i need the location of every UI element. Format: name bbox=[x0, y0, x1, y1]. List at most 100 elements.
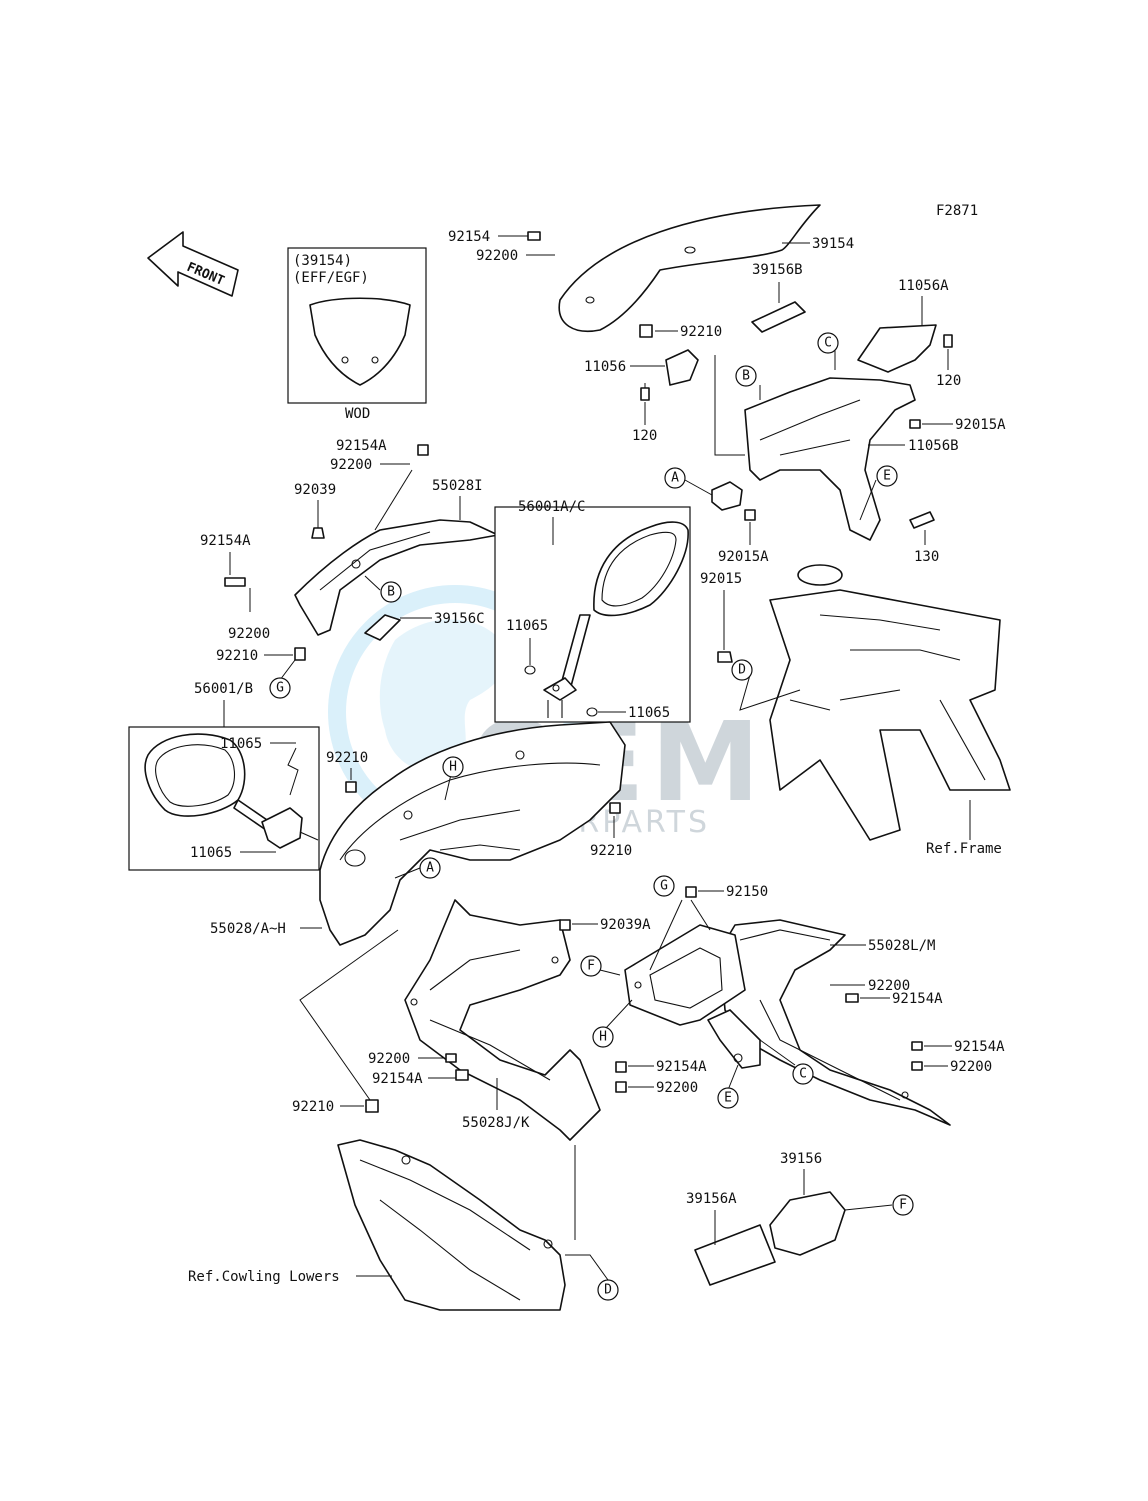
side-panel-body bbox=[719, 919, 951, 1126]
collar-92210-e bbox=[365, 1099, 379, 1113]
windshield-inset-shield bbox=[309, 297, 411, 386]
svg-text:H: H bbox=[449, 760, 457, 775]
svg-text:G: G bbox=[276, 681, 284, 696]
ref-cowling-lowers: Ref.Cowling Lowers bbox=[188, 1269, 340, 1285]
screw-92154A-b bbox=[224, 577, 246, 587]
svg-text:G: G bbox=[660, 879, 668, 894]
collar-92210-b bbox=[294, 647, 306, 661]
windshield-inset-footer: WOD bbox=[345, 406, 370, 422]
callout-H2: H bbox=[592, 1026, 614, 1048]
svg-text:D: D bbox=[738, 663, 746, 678]
windshield-39154 bbox=[558, 204, 821, 332]
pad-39156 bbox=[769, 1191, 846, 1256]
svg-text:C: C bbox=[799, 1067, 807, 1082]
mirror-56001AC-housing bbox=[593, 521, 689, 617]
callout-D2: D bbox=[597, 1279, 619, 1301]
label-92154A-c: 92154A bbox=[892, 991, 943, 1007]
bolt-130 bbox=[909, 511, 935, 529]
side-panel-hole bbox=[901, 1091, 909, 1099]
watermark-globe-land bbox=[379, 619, 507, 773]
label-92200-d: 92200 bbox=[950, 1059, 992, 1075]
collar-92210-c bbox=[345, 781, 357, 793]
svg-text:B: B bbox=[387, 585, 395, 600]
label-92200-e: 92200 bbox=[368, 1051, 410, 1067]
figure-code: F2871 bbox=[936, 203, 978, 219]
callout-B1: B bbox=[735, 365, 757, 387]
screw-92154A-a bbox=[417, 444, 429, 456]
cowl-55028AH-body bbox=[319, 721, 626, 946]
label-92154-top: 92154 bbox=[448, 229, 490, 245]
label-11056B: 11056B bbox=[908, 438, 959, 454]
cowl-55028AH-hole bbox=[344, 849, 366, 867]
label-120-left: 120 bbox=[632, 428, 657, 444]
grommet-92200-f bbox=[615, 1081, 627, 1093]
label-92200-f: 92200 bbox=[656, 1080, 698, 1096]
frame-body bbox=[769, 589, 1011, 841]
windshield-hole bbox=[684, 246, 696, 254]
screw-92154A-f bbox=[615, 1061, 627, 1073]
screw-92039A bbox=[559, 919, 571, 931]
svg-text:B: B bbox=[742, 369, 750, 384]
cowling-lowers-body bbox=[337, 1139, 566, 1311]
callout-G1: G bbox=[269, 677, 291, 699]
grommet-11065-b bbox=[586, 707, 598, 717]
screw-92154A-e bbox=[455, 1069, 469, 1081]
cowling-lowers-hole bbox=[401, 1155, 411, 1165]
windshield-inset: (39154) (EFF/EGF) WOD bbox=[287, 247, 427, 422]
cowl-55028I-hole bbox=[351, 559, 361, 569]
label-56001B: 56001/B bbox=[194, 681, 253, 697]
label-39156C: 39156C bbox=[434, 611, 485, 627]
label-55028I: 55028I bbox=[432, 478, 483, 494]
bracket-hole bbox=[634, 981, 642, 989]
front-arrow-shape bbox=[147, 231, 239, 297]
ref-frame: Ref.Frame bbox=[926, 841, 1002, 857]
collar-92210-d bbox=[609, 802, 621, 814]
label-11065-b: 11065 bbox=[628, 705, 670, 721]
cover-55028JK-hole bbox=[410, 998, 418, 1006]
svg-text:A: A bbox=[671, 471, 679, 486]
label-92210-c: 92210 bbox=[326, 750, 368, 766]
svg-text:D: D bbox=[604, 1283, 612, 1298]
label-11056: 11056 bbox=[584, 359, 626, 375]
label-120-right: 120 bbox=[936, 373, 961, 389]
callout-H1: H bbox=[442, 756, 464, 778]
label-92150: 92150 bbox=[726, 884, 768, 900]
cover-55028JK bbox=[404, 899, 601, 1141]
cover-55028JK-hole bbox=[551, 956, 559, 964]
windshield-inset-variant: (EFF/EGF) bbox=[293, 270, 369, 286]
stay-11056B-body bbox=[744, 377, 916, 541]
screw-92154A-c bbox=[845, 993, 859, 1003]
callout-E1: E bbox=[876, 465, 898, 487]
grommet-92200-d bbox=[911, 1061, 923, 1071]
bracket-hole bbox=[733, 1053, 743, 1063]
label-92200-a: 92200 bbox=[330, 457, 372, 473]
mirror-56001B-inset bbox=[128, 726, 320, 871]
svg-text:C: C bbox=[824, 336, 832, 351]
cowl-55028AH-hole bbox=[403, 810, 413, 820]
callout-D1: D bbox=[731, 659, 753, 681]
svg-text:E: E bbox=[883, 469, 891, 484]
svg-text:F: F bbox=[587, 959, 595, 974]
label-92015: 92015 bbox=[700, 571, 742, 587]
label-11056A: 11056A bbox=[898, 278, 949, 294]
grommet-11065-a bbox=[524, 665, 536, 675]
label-56001AC: 56001A/C bbox=[518, 499, 585, 515]
label-39156B: 39156B bbox=[752, 262, 803, 278]
pad-39156B bbox=[751, 301, 806, 333]
label-55028JK: 55028J/K bbox=[462, 1115, 530, 1131]
label-55028AH: 55028/A~H bbox=[210, 921, 286, 937]
label-92154A-b: 92154A bbox=[200, 533, 251, 549]
label-92154A-d: 92154A bbox=[954, 1039, 1005, 1055]
pad-39156A bbox=[694, 1224, 776, 1286]
nut-92015A-right bbox=[909, 419, 921, 429]
screw-92154-top bbox=[527, 231, 541, 241]
callout-G2: G bbox=[653, 875, 675, 897]
label-92154A-f: 92154A bbox=[656, 1059, 707, 1075]
svg-text:F: F bbox=[899, 1198, 907, 1213]
callout-A1: A bbox=[664, 467, 686, 489]
windshield-inset-hole bbox=[341, 356, 349, 364]
bolt-92150 bbox=[685, 886, 697, 898]
label-11065-a: 11065 bbox=[506, 618, 548, 634]
label-92154A-a: 92154A bbox=[336, 438, 387, 454]
